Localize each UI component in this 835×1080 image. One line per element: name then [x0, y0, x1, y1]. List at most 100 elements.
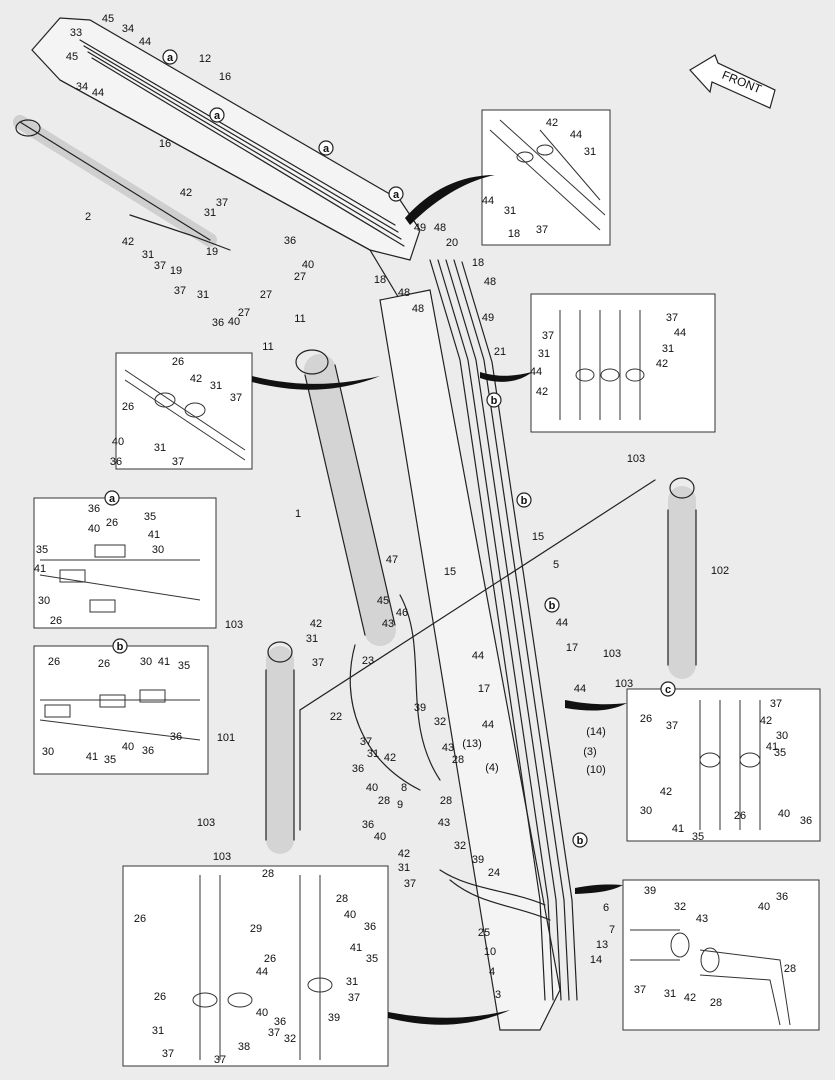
callout-7: 7 — [609, 924, 615, 936]
callout-2: 2 — [85, 211, 91, 223]
callout-br_43: 43 — [696, 913, 708, 925]
callout-i1_31a: 31 — [584, 146, 596, 158]
svg-text:c: c — [665, 684, 671, 696]
callout-103e: 103 — [197, 817, 215, 829]
callout-ic_42b: 42 — [660, 786, 672, 798]
callout-37d: 37 — [312, 657, 324, 669]
detail-marker-m1: a — [162, 49, 178, 65]
callout-14p: (14) — [586, 726, 606, 738]
callout-i3_26b: 26 — [122, 401, 134, 413]
callout-bl_41: 41 — [350, 942, 362, 954]
callout-48d: 48 — [412, 303, 424, 315]
callout-10: 10 — [484, 946, 496, 958]
callout-37c: 37 — [174, 285, 186, 297]
callout-27b: 27 — [260, 289, 272, 301]
callout-br_39: 39 — [644, 885, 656, 897]
callout-bl_26b: 26 — [264, 953, 276, 965]
callout-i2_37a: 37 — [666, 312, 678, 324]
callout-31e: 31 — [367, 748, 379, 760]
detail-marker-m5: b — [486, 392, 502, 408]
callout-i3_31a: 31 — [210, 380, 222, 392]
callout-49a: 49 — [414, 222, 426, 234]
callout-49b: 49 — [482, 312, 494, 324]
callout-bl_31a: 31 — [346, 976, 358, 988]
callout-ic_37b: 37 — [666, 720, 678, 732]
callout-103a: 103 — [627, 453, 645, 465]
callout-44f: 44 — [482, 719, 494, 731]
callout-42a: 42 — [180, 187, 192, 199]
callout-i3_31b: 31 — [154, 442, 166, 454]
callout-40d: 40 — [374, 831, 386, 843]
callout-37a: 37 — [216, 197, 228, 209]
callout-44c: 44 — [556, 617, 568, 629]
callout-br_42: 42 — [684, 992, 696, 1004]
callout-ic_36: 36 — [800, 815, 812, 827]
callout-3: 3 — [495, 989, 501, 1001]
svg-text:a: a — [393, 189, 400, 201]
callout-28c: 28 — [440, 795, 452, 807]
callout-bl_28a: 28 — [262, 868, 274, 880]
callout-br_28a: 28 — [784, 963, 796, 975]
callout-i2_42a: 42 — [656, 358, 668, 370]
callout-40a: 40 — [302, 259, 314, 271]
callout-16a: 16 — [219, 71, 231, 83]
callout-16b: 16 — [159, 138, 171, 150]
callout-bl_44: 44 — [256, 966, 268, 978]
callout-46: 46 — [396, 607, 408, 619]
callout-i3_40: 40 — [112, 436, 124, 448]
callout-36a: 36 — [284, 235, 296, 247]
callout-ia_36: 36 — [88, 503, 100, 515]
callout-ic_30b: 30 — [640, 805, 652, 817]
callout-8: 8 — [401, 782, 407, 794]
callout-4: 4 — [489, 966, 495, 978]
callout-i2_37b: 37 — [542, 330, 554, 342]
callout-37f: 37 — [404, 878, 416, 890]
callout-36c: 36 — [352, 763, 364, 775]
callout-i2_31a: 31 — [538, 348, 550, 360]
callout-bl_26a: 26 — [134, 913, 146, 925]
detail-marker-ma: a — [104, 490, 120, 506]
callout-18b: 18 — [374, 274, 386, 286]
callout-101: 101 — [217, 732, 235, 744]
callout-bl_29: 29 — [250, 923, 262, 935]
callout-44a: 44 — [139, 36, 151, 48]
callout-48c: 48 — [398, 287, 410, 299]
callout-ia_41a: 41 — [148, 529, 160, 541]
callout-ib_26a: 26 — [48, 656, 60, 668]
callout-31c: 31 — [197, 289, 209, 301]
callout-i3_37a: 37 — [230, 392, 242, 404]
callout-i1_44a: 44 — [570, 129, 582, 141]
callout-48a: 48 — [434, 222, 446, 234]
callout-21: 21 — [494, 346, 506, 358]
callout-bl_37d: 37 — [268, 1027, 280, 1039]
callout-4p: (4) — [485, 762, 498, 774]
callout-ib_36a: 36 — [142, 745, 154, 757]
callout-i1_37: 37 — [536, 224, 548, 236]
callout-ia_26b: 26 — [50, 615, 62, 627]
callout-34a: 34 — [122, 23, 134, 35]
callout-9: 9 — [397, 799, 403, 811]
callout-i2_44a: 44 — [674, 327, 686, 339]
callout-19b: 19 — [170, 265, 182, 277]
callout-45b: 45 — [66, 51, 78, 63]
callout-ia_35b: 35 — [36, 544, 48, 556]
callout-bl_26c: 26 — [154, 991, 166, 1003]
callout-br_31: 31 — [664, 988, 676, 1000]
callout-42b: 42 — [122, 236, 134, 248]
callout-ic_30a: 30 — [776, 730, 788, 742]
svg-text:a: a — [214, 110, 221, 122]
callout-ic_40: 40 — [778, 808, 790, 820]
callout-ib_40: 40 — [122, 741, 134, 753]
callout-ib_30a: 30 — [140, 656, 152, 668]
detail-marker-m8: b — [572, 832, 588, 848]
callout-23: 23 — [362, 655, 374, 667]
callout-31a: 31 — [204, 207, 216, 219]
callout-br_28b: 28 — [710, 997, 722, 1009]
callout-ib_35a: 35 — [178, 660, 190, 672]
callout-bl_36b: 36 — [274, 1016, 286, 1028]
detail-marker-mb: b — [112, 638, 128, 654]
callout-15b: 15 — [444, 566, 456, 578]
callout-i2_31b: 31 — [662, 343, 674, 355]
callout-bl_36a: 36 — [364, 921, 376, 933]
